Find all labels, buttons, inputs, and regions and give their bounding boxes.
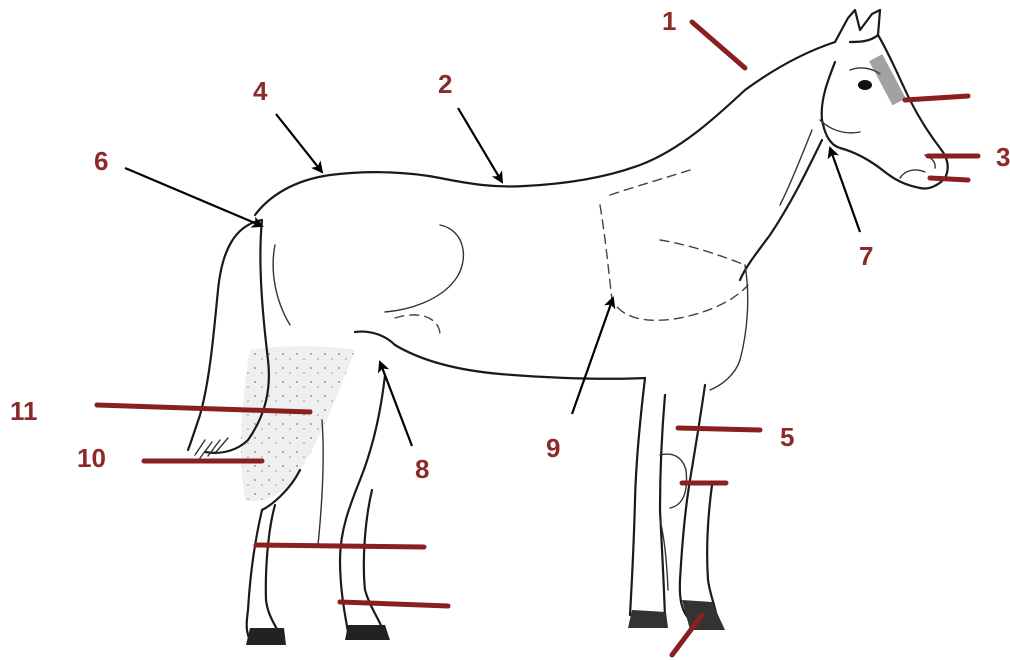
horse-illustration — [188, 10, 948, 645]
underneck — [740, 140, 822, 280]
arrow-8 — [380, 362, 412, 446]
label-6: 6 — [94, 146, 108, 176]
label-9: 9 — [546, 433, 560, 463]
label-1: 1 — [662, 6, 676, 36]
label-2: 2 — [438, 69, 452, 99]
belly — [395, 345, 645, 379]
pointer-line-pastern-unlabeled — [340, 602, 448, 606]
label-5: 5 — [780, 422, 794, 452]
label-11: 11 — [10, 396, 38, 426]
pointer-line-1 — [692, 22, 745, 68]
arrow-2 — [458, 108, 502, 182]
arrow-9 — [572, 298, 613, 414]
pointer-line-hoof-unlabeled — [672, 615, 702, 655]
arrow-6 — [125, 168, 262, 226]
pointer-line-mouth-unlabeled — [930, 178, 968, 180]
arrows — [125, 108, 860, 446]
front-hoof-far — [628, 610, 668, 628]
hind-hoof-far — [345, 625, 390, 640]
front-leg-far — [630, 378, 665, 618]
labels: 1 2 3 4 5 6 7 8 9 10 11 — [10, 6, 1010, 484]
hind-hoof-near — [246, 628, 286, 645]
pointer-lines — [97, 22, 978, 655]
eye — [858, 80, 872, 90]
topline — [255, 42, 835, 215]
label-8: 8 — [415, 454, 429, 484]
label-4: 4 — [253, 76, 268, 106]
head-profile — [822, 35, 948, 189]
arrow-4 — [276, 114, 322, 172]
hind-leg-far — [340, 375, 385, 635]
pointer-line-head-unlabeled — [905, 96, 968, 100]
front-leg-near — [680, 385, 718, 622]
pointer-line-hock-unlabeled — [256, 545, 424, 547]
label-10: 10 — [77, 443, 106, 473]
pointer-line-5 — [678, 428, 760, 430]
label-7: 7 — [859, 241, 873, 271]
label-3: 3 — [996, 142, 1010, 172]
ear — [835, 10, 880, 42]
arrow-7 — [830, 148, 860, 232]
